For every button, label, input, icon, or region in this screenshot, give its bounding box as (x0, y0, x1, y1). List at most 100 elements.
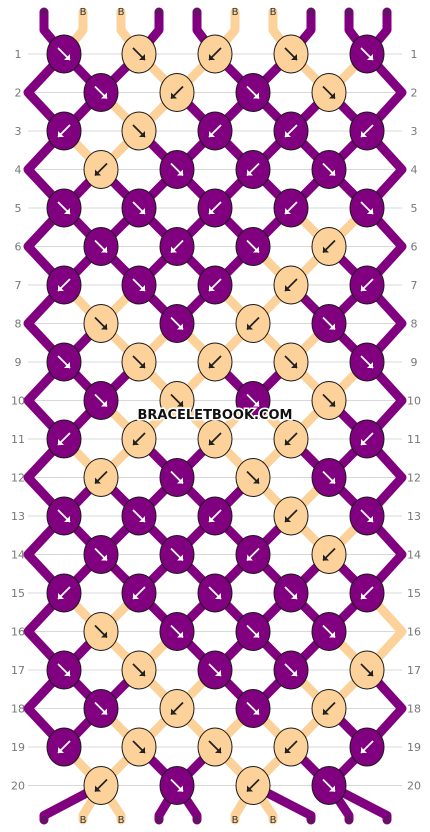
arrow-head (291, 54, 297, 60)
knot (83, 766, 119, 805)
row-number-right: 1 (411, 48, 418, 61)
knot (273, 342, 309, 382)
row-number-left: 18 (11, 703, 25, 716)
arrow-head (171, 708, 177, 715)
row-number-right: 9 (411, 356, 418, 369)
knot (83, 535, 119, 574)
row-number-left: 19 (11, 741, 25, 754)
knot (349, 188, 385, 228)
arrow-head (367, 516, 373, 522)
row-number-left: 5 (15, 202, 22, 215)
knot (311, 227, 347, 266)
knot (273, 111, 309, 151)
row-number-left: 10 (11, 395, 25, 408)
knot (46, 34, 82, 74)
arrow-head (253, 708, 259, 715)
arrow-head (209, 516, 215, 522)
row-number-left: 20 (11, 780, 25, 793)
knot (121, 265, 157, 305)
row-number-left: 9 (15, 356, 22, 369)
arrow-head (247, 554, 253, 561)
arrow-head (139, 670, 145, 676)
watermark-text: BRACELETBOOK.COM (138, 408, 293, 423)
arrow-head (58, 747, 64, 753)
arrow-head (58, 439, 64, 445)
knot (235, 458, 271, 497)
arrow-head (101, 400, 107, 407)
arrow-head (58, 593, 64, 599)
strand-label-bottom: B (232, 815, 239, 826)
knot (121, 496, 157, 536)
strand-tail-bottom (248, 781, 316, 825)
arrow-head (133, 593, 139, 599)
arrow-head (247, 785, 253, 792)
knot (83, 304, 119, 343)
arrow-head (285, 285, 291, 291)
knot (83, 73, 119, 112)
knot (273, 727, 309, 767)
arrow-head (253, 400, 259, 407)
arrow-head (209, 208, 215, 214)
strand-label-top: A (156, 7, 163, 18)
arrow-head (58, 131, 64, 137)
row-number-right: 12 (407, 472, 421, 485)
arrow-head (139, 54, 145, 60)
knot (197, 573, 233, 613)
strand-label-top: B (232, 7, 239, 18)
row-number-left: 17 (11, 664, 25, 677)
knot (235, 689, 271, 728)
arrow-head (101, 554, 107, 561)
knot (159, 304, 195, 343)
knot (349, 34, 385, 74)
arrow-head (215, 593, 221, 599)
arrow-head (139, 285, 145, 291)
arrow-head (177, 169, 183, 176)
arrow-head (361, 285, 367, 291)
strand-label-bottom: A (194, 815, 201, 826)
knot (83, 227, 119, 266)
arrow-head (285, 131, 291, 137)
strand-label-top: B (118, 7, 125, 18)
arrow-head (64, 208, 70, 214)
arrow-head (133, 439, 139, 445)
knot (197, 188, 233, 228)
arrow-head (253, 477, 259, 484)
knot (159, 227, 195, 266)
knot (121, 342, 157, 382)
arrow-head (209, 285, 215, 291)
knot (46, 342, 82, 382)
knot (349, 573, 385, 613)
row-number-right: 11 (407, 433, 421, 446)
row-number-left: 3 (15, 125, 22, 138)
knot (311, 150, 347, 189)
strand-label-bottom: A (41, 815, 48, 826)
arrow-head (171, 92, 177, 99)
knot (273, 265, 309, 305)
knot (235, 612, 271, 651)
knot (159, 73, 195, 112)
arrow-head (367, 54, 373, 60)
row-number-left: 8 (15, 318, 22, 331)
knot (349, 727, 385, 767)
arrow-head (253, 92, 259, 99)
strand-label-top: A (194, 7, 201, 18)
arrow-head (285, 208, 291, 214)
arrow-head (64, 362, 70, 368)
row-number-left: 15 (11, 587, 25, 600)
row-number-right: 19 (407, 741, 421, 754)
row-number-left: 6 (15, 241, 22, 254)
arrow-head (209, 362, 215, 368)
knot (46, 650, 82, 690)
arrow-head (329, 631, 335, 638)
strand-label-bottom: A (346, 815, 353, 826)
knot (197, 496, 233, 536)
arrow-head (177, 554, 183, 561)
arrow-head (361, 131, 367, 137)
knot (273, 188, 309, 228)
strand-tail-bottom (39, 781, 106, 825)
arrow-head (285, 516, 291, 522)
row-number-right: 2 (411, 87, 418, 100)
arrow-head (323, 708, 329, 715)
knot (46, 496, 82, 536)
